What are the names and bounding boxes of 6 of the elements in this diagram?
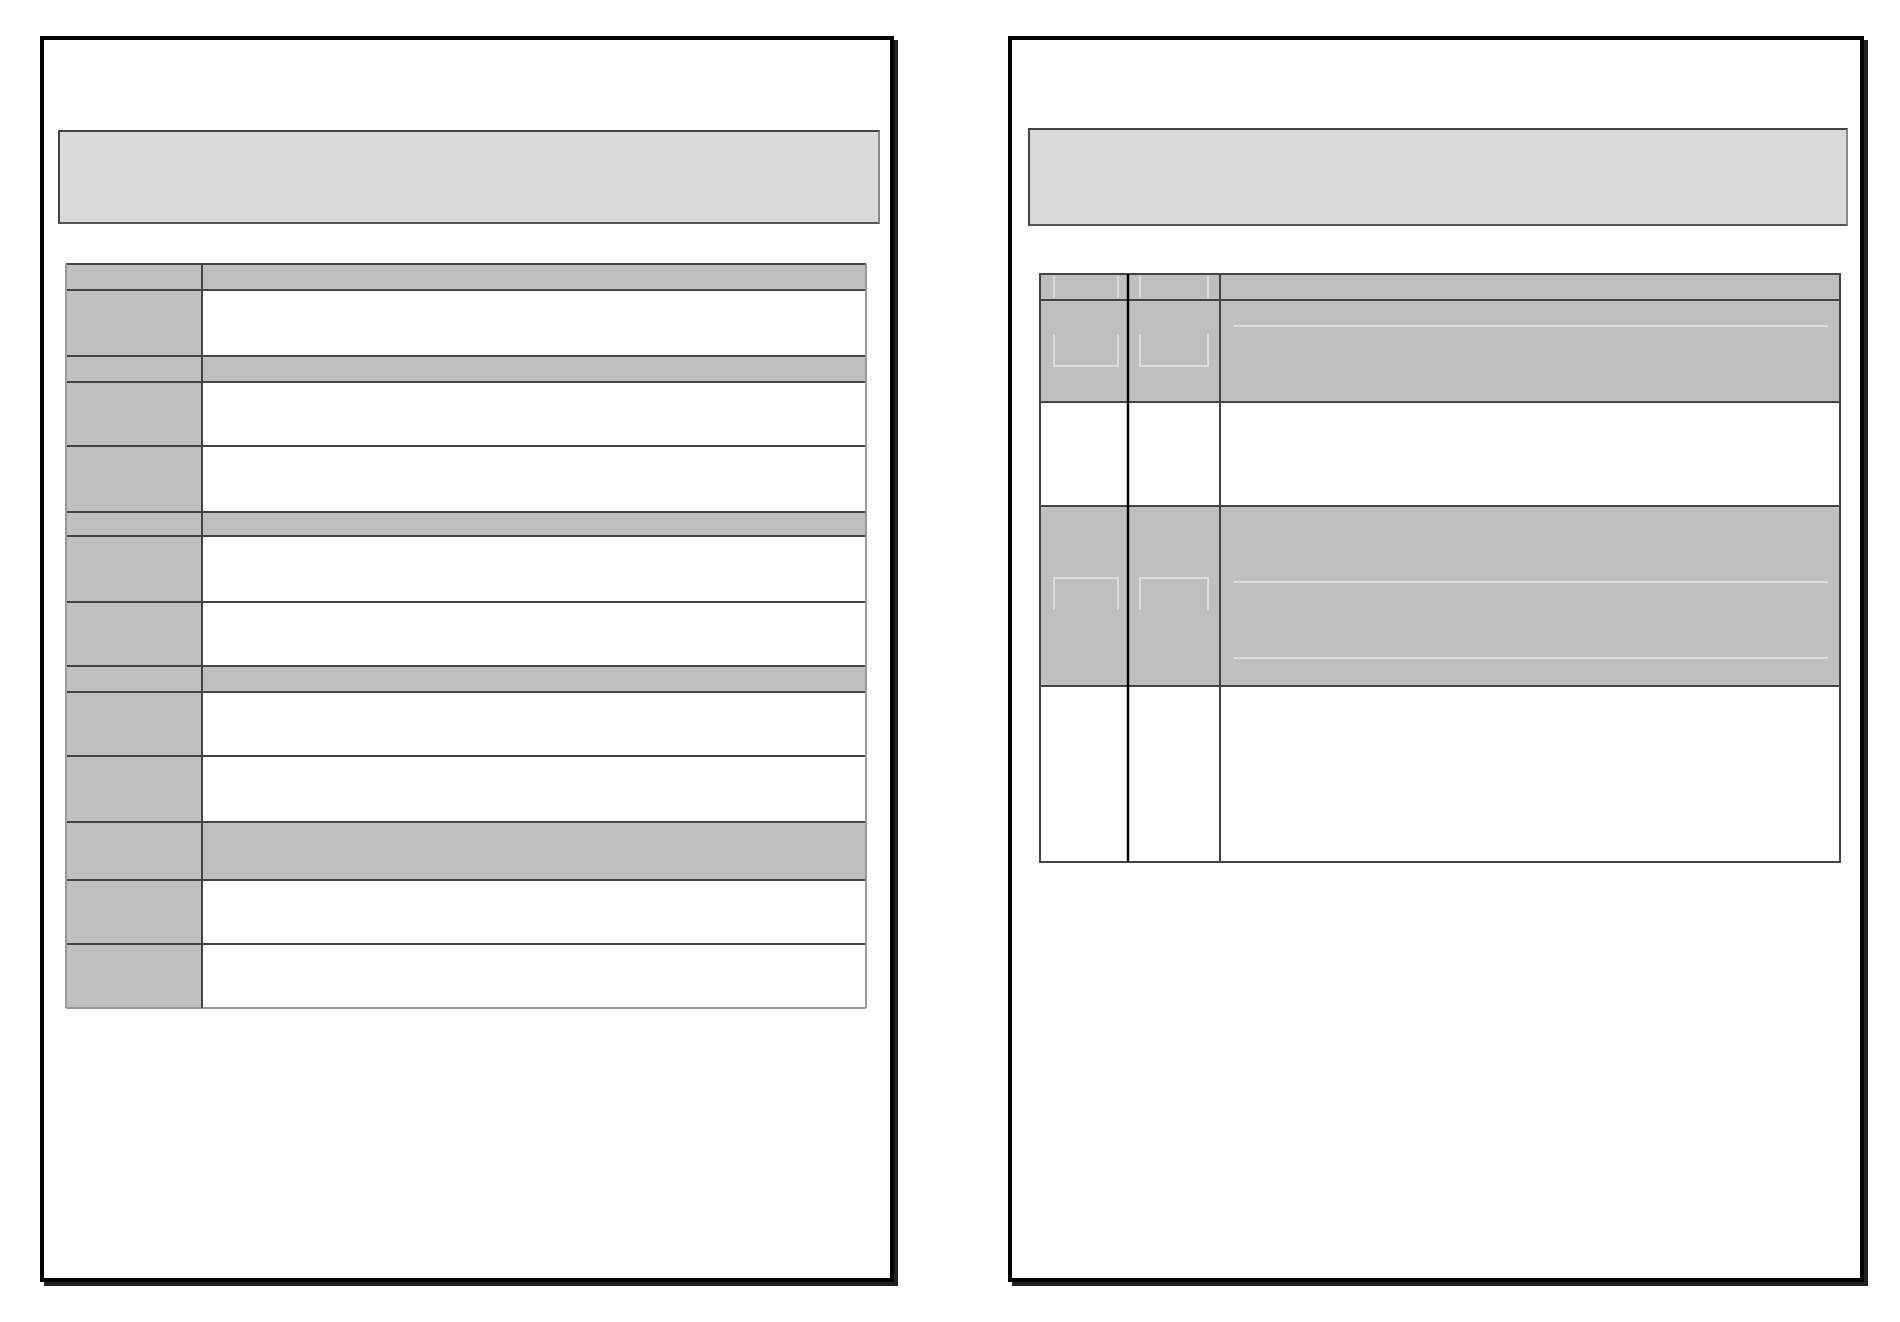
heading-band (1028, 128, 1848, 226)
page-panel (1008, 36, 1864, 1282)
heading-band (58, 130, 880, 224)
empty-table (66, 264, 866, 1008)
page-panel (40, 36, 894, 1282)
empty-table (1040, 274, 1840, 862)
